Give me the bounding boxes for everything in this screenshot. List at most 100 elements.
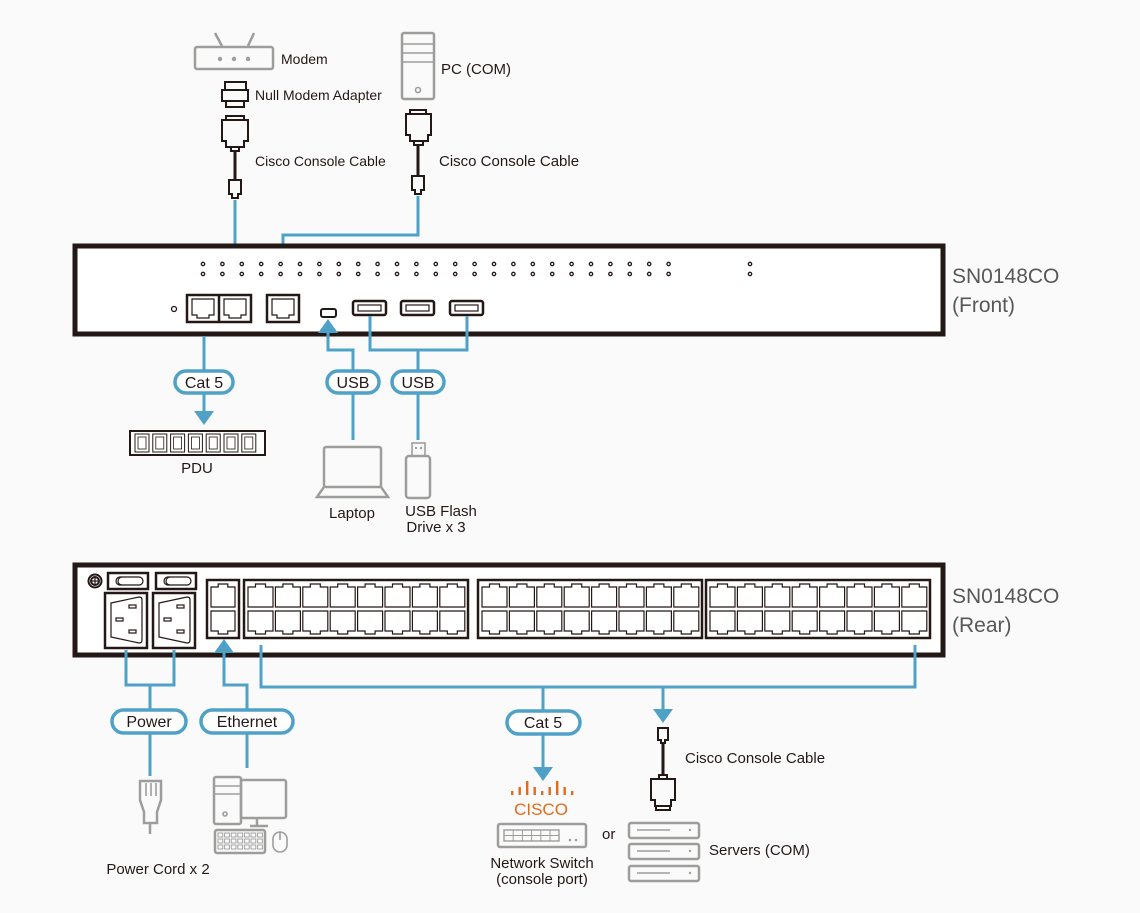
rear-view-label: (Rear) <box>952 614 1012 637</box>
rear-console-port <box>819 610 846 635</box>
pdu-outlet-socket <box>190 436 200 450</box>
rear-console-port <box>439 583 466 608</box>
keyboard-key <box>230 844 237 850</box>
front-led <box>530 271 536 277</box>
reset-pinhole <box>170 305 178 313</box>
rear-console-port <box>536 610 563 635</box>
front-led <box>608 271 613 277</box>
front-led <box>549 271 555 277</box>
front-led <box>414 271 419 277</box>
rear-console-port <box>764 610 791 635</box>
keyboard-key <box>217 844 224 850</box>
pdu-outlet-socket <box>226 436 236 450</box>
svg-text:USB: USB <box>337 375 370 392</box>
cisco-console-cable-servers-icon <box>650 727 676 811</box>
svg-text:USB: USB <box>402 375 435 392</box>
front-led <box>433 261 439 267</box>
rear-console-port <box>901 610 928 635</box>
pc-com-label: PC (COM) <box>441 61 511 78</box>
front-usb-port-1 <box>351 299 388 317</box>
front-usb-port-3 <box>448 299 485 317</box>
rear-console-port <box>247 583 274 608</box>
front-led <box>569 271 574 277</box>
front-led <box>452 261 458 267</box>
laptop-icon <box>314 445 391 499</box>
servers-icon <box>627 821 701 883</box>
pdu-outlet-socket <box>208 436 218 450</box>
front-led <box>588 271 594 277</box>
front-usb-port-2 <box>399 299 436 317</box>
rear-console-port-groups <box>242 578 932 640</box>
keyboard-key <box>224 844 230 850</box>
cisco-logo-bar <box>563 787 566 795</box>
network-switch-label-line1: Network Switch <box>490 855 593 872</box>
front-led <box>200 261 206 267</box>
rear-console-port <box>846 583 873 608</box>
power-pill: Power <box>110 708 188 735</box>
power-inlet-1 <box>103 591 149 650</box>
front-console-port-2 <box>223 298 247 319</box>
front-led <box>394 271 400 277</box>
keyboard-key <box>237 838 244 844</box>
pdu-outlet <box>134 433 150 453</box>
or-label: or <box>602 826 615 843</box>
front-led <box>355 271 361 277</box>
flash-drive-label-line1: USB Flash <box>405 503 477 520</box>
keyboard-key <box>217 838 224 844</box>
front-led <box>472 271 477 277</box>
ground-screw-icon <box>87 573 103 589</box>
rear-console-port <box>591 583 618 608</box>
keyboard-key <box>237 832 244 838</box>
cisco-logo-bar <box>511 791 514 795</box>
null-modem-adapter-icon <box>221 81 249 108</box>
cable-rear-console-bus <box>259 645 917 781</box>
keyboard-key <box>243 844 250 850</box>
rear-console-port <box>901 583 928 608</box>
keyboard-key <box>250 838 257 844</box>
pdu-outlet <box>241 433 257 453</box>
lan-port-1 <box>210 583 236 608</box>
front-led <box>472 261 477 267</box>
cisco-logo-bar <box>571 791 574 795</box>
svg-text:Cat 5: Cat 5 <box>185 375 223 392</box>
servers-label: Servers (COM) <box>709 842 810 859</box>
front-view-label: (Front) <box>952 294 1015 317</box>
flash-drive-label-line2: Drive x 3 <box>406 519 465 536</box>
cisco-logo-bar <box>556 781 559 795</box>
front-led <box>258 261 264 267</box>
rear-console-port <box>736 610 763 635</box>
front-led <box>491 261 497 267</box>
keyboard-key <box>224 838 230 844</box>
rear-console-port <box>709 583 736 608</box>
rear-console-port <box>411 610 438 635</box>
front-device-name: SN0148CO <box>952 265 1059 288</box>
front-led <box>666 271 671 277</box>
modem-label: Modem <box>281 51 328 67</box>
front-led <box>355 261 361 267</box>
front-led <box>747 261 753 267</box>
rear-console-port <box>591 610 618 635</box>
front-led <box>297 271 303 277</box>
pdu-outlet <box>170 433 186 453</box>
rear-console-port <box>411 583 438 608</box>
cisco-console-cable-right-icon <box>405 109 432 195</box>
front-led <box>394 261 400 267</box>
front-console-port-single <box>265 293 301 324</box>
front-led <box>239 261 245 267</box>
front-led <box>278 261 283 267</box>
front-led <box>627 271 633 277</box>
power-cord-label: Power Cord x 2 <box>106 861 209 878</box>
front-led <box>336 261 342 267</box>
pdu-outlet-socket <box>137 436 147 450</box>
rear-console-port <box>873 583 900 608</box>
keyboard-key <box>237 844 244 850</box>
rear-console-port <box>247 610 274 635</box>
rear-console-port <box>645 583 672 608</box>
rear-console-port <box>563 610 590 635</box>
front-led <box>220 271 225 277</box>
front-led <box>375 271 380 277</box>
cisco-console-cable-left-icon <box>221 115 249 199</box>
rear-console-port <box>791 583 818 608</box>
cisco-console-cable-left-label: Cisco Console Cable <box>255 153 386 169</box>
